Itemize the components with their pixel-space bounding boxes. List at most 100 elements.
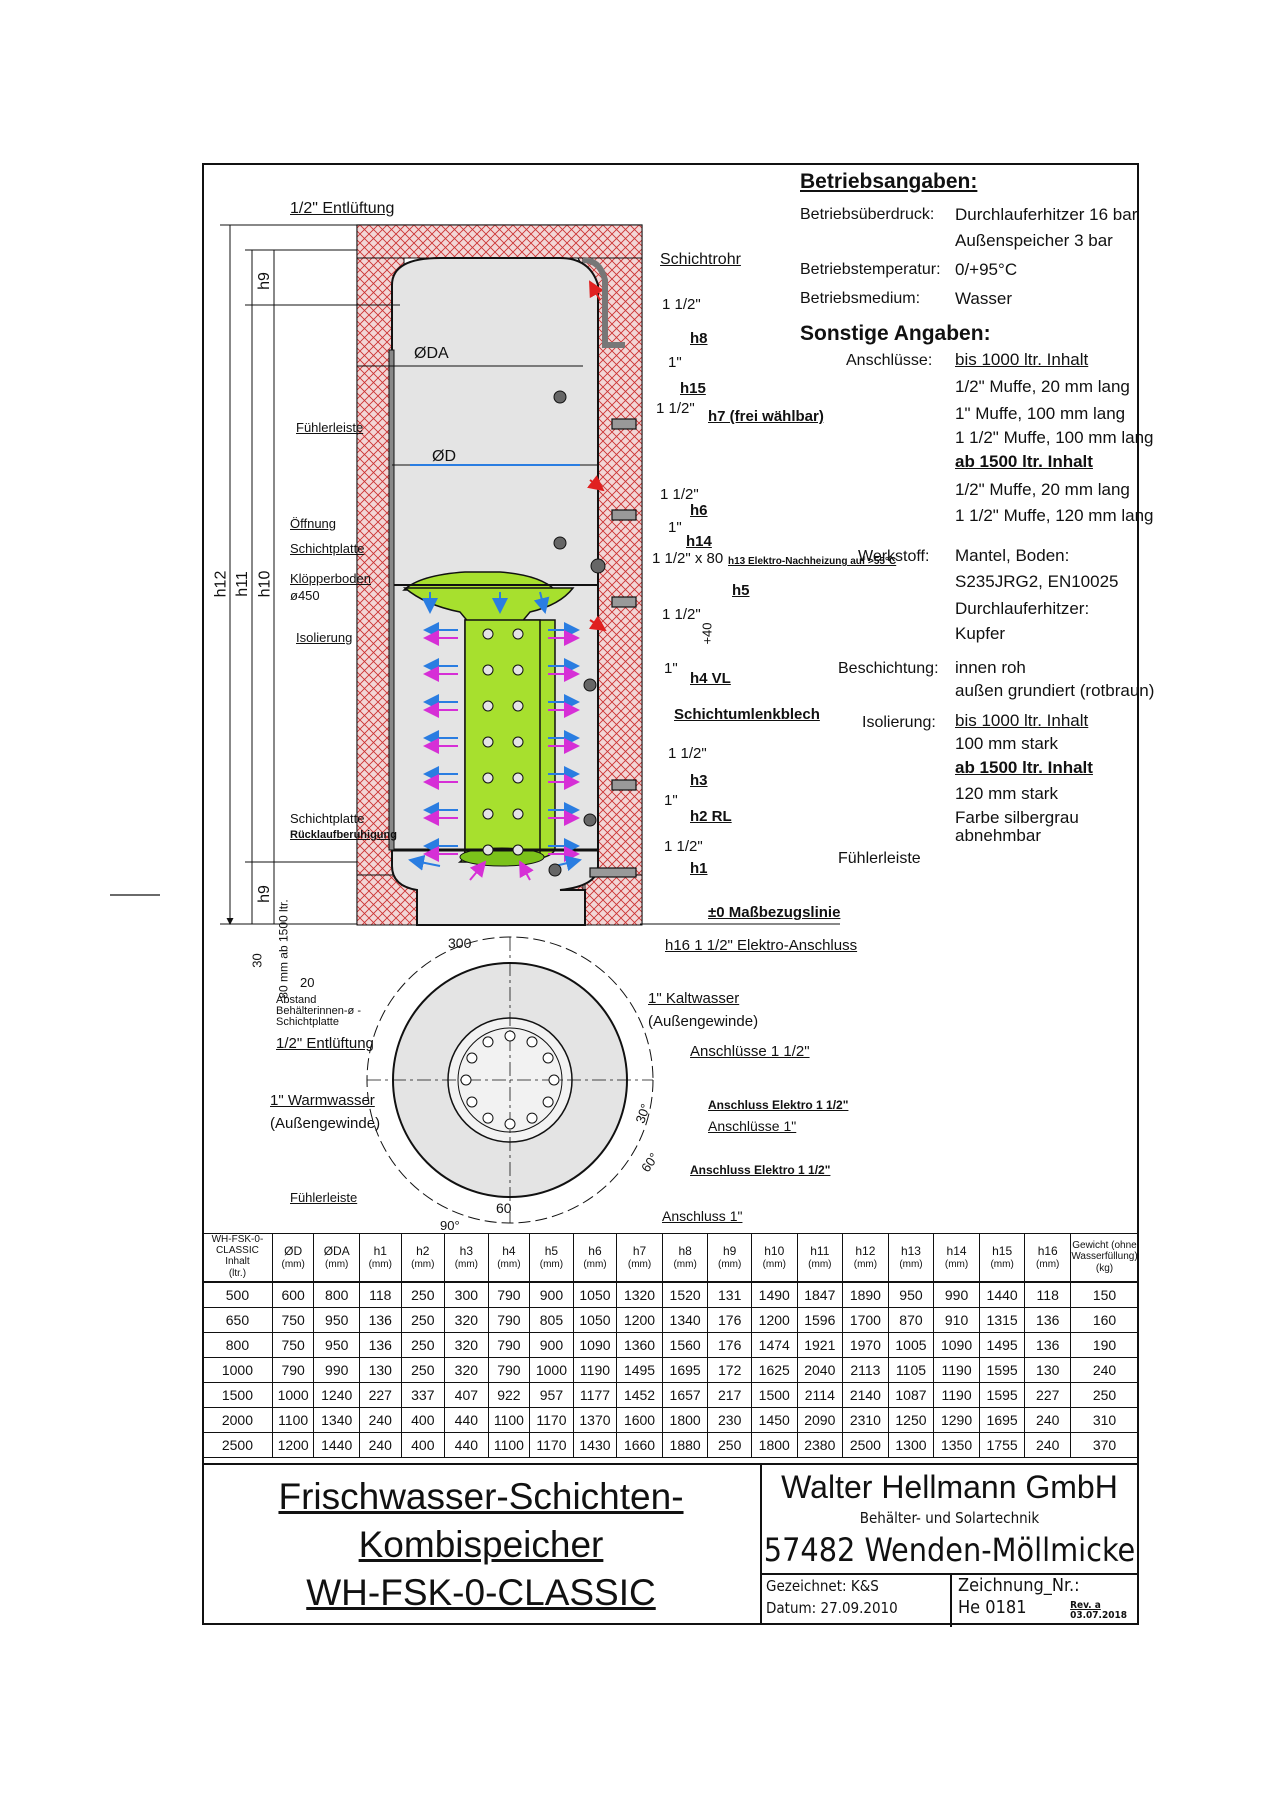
table-cell: 227 [1024, 1382, 1071, 1408]
table-cell: 370 [1070, 1432, 1139, 1458]
table-cell: 2310 [842, 1407, 889, 1433]
table-cell: 150 [1070, 1281, 1139, 1308]
company-block: Walter Hellmann GmbH Behälter- und Solar… [762, 1465, 1137, 1627]
opening-hole [482, 736, 494, 748]
table-cell: 172 [707, 1357, 752, 1383]
table-cell: 407 [444, 1382, 489, 1408]
tank-side-view [110, 224, 840, 1224]
table-cell: 1500 [202, 1382, 273, 1408]
table-cell: 1657 [661, 1382, 709, 1408]
table-cell: 950 [887, 1281, 935, 1308]
table-cell: 950 [313, 1307, 360, 1333]
table-cell: 1250 [887, 1407, 935, 1433]
table-cell: 1050 [572, 1307, 618, 1333]
table-cell: 1890 [842, 1281, 889, 1308]
header-unit: (mm) [281, 1258, 305, 1270]
table-cell: 1970 [842, 1332, 889, 1358]
table-cell: 1430 [572, 1432, 618, 1458]
tank-top-view [366, 936, 654, 1224]
opening-hole [512, 700, 524, 712]
flow-arrow [589, 280, 604, 301]
flange-bolt [526, 1112, 538, 1124]
conn-tag: h5 [732, 582, 750, 599]
table-cell: 310 [1070, 1407, 1139, 1433]
h9-bottom-dim: h9 [255, 885, 273, 903]
deg90-label: 90° [440, 1218, 460, 1233]
table-cell: 227 [359, 1382, 402, 1408]
table-cell: 1300 [887, 1432, 935, 1458]
table-cell: 1090 [572, 1332, 618, 1358]
warmwasser-sub: (Außengewinde) [270, 1115, 381, 1132]
rev-date: 03.07.2018 [1070, 1610, 1127, 1621]
conn-tag: h3 [690, 772, 708, 789]
isolierung-item: abnehmbar [955, 826, 1042, 845]
table-cell: 136 [1024, 1307, 1071, 1333]
opening-hole [512, 664, 524, 676]
abstand-label: Abstand Behälterinnen-ø - Schichtplatte [276, 994, 361, 1028]
anschluss-item: 1/2" Muffe, 20 mm lang [955, 377, 1130, 396]
table-cell: 337 [400, 1382, 446, 1408]
table-header-cell: h8(mm) [661, 1233, 709, 1283]
opening-hole [512, 772, 524, 784]
header-unit: (mm) [990, 1258, 1014, 1270]
table-cell: 176 [707, 1332, 752, 1358]
werkstoff-item: Mantel, Boden: [955, 546, 1070, 565]
opening-hole [512, 736, 524, 748]
conn-h13 [590, 558, 606, 574]
opening-hole [512, 808, 524, 820]
table-cell: 990 [313, 1357, 360, 1383]
table-cell: 790 [487, 1357, 531, 1383]
table-cell: 240 [359, 1407, 402, 1433]
flange-bolt [504, 1030, 516, 1042]
header-name: h13 [900, 1243, 921, 1258]
table-cell: 1440 [313, 1432, 360, 1458]
table-cell: 1100 [271, 1407, 315, 1433]
table-cell: 2380 [796, 1432, 844, 1458]
table-cell: 230 [707, 1407, 752, 1433]
table-cell: 1596 [796, 1307, 844, 1333]
conn-h4 [583, 678, 597, 692]
table-cell: 320 [444, 1357, 489, 1383]
conn-size: 1 1/2" [660, 486, 699, 503]
table-cell: 1340 [313, 1407, 360, 1433]
table-cell: 1495 [978, 1332, 1026, 1358]
table-cell: 130 [1024, 1357, 1071, 1383]
header-unit: (mm) [899, 1258, 923, 1270]
anschluss-item: 1" Muffe, 100 mm lang [955, 404, 1126, 423]
datum: Datum: 27.09.2010 [766, 1599, 898, 1617]
header-name: h6 [588, 1243, 602, 1258]
schichtplatte2-label: Schichtplatte [290, 811, 365, 826]
schichtrohr-label: Schichtrohr [660, 251, 741, 268]
table-cell: 1087 [887, 1382, 935, 1408]
table-cell: 2113 [842, 1357, 889, 1383]
table-cell: 440 [444, 1407, 489, 1433]
anschluss-item: 1 1/2" Muffe, 120 mm lang [955, 506, 1154, 525]
flow-arrow [533, 591, 550, 614]
elektro1-label: Anschluss Elektro 1 1/2" [708, 1098, 849, 1112]
table-cell: 118 [1024, 1281, 1071, 1308]
table-cell: 1625 [750, 1357, 798, 1383]
insulation-top [356, 224, 643, 259]
conn-h16 [548, 863, 562, 877]
d-label: ØD [432, 448, 456, 465]
table-cell: 600 [271, 1281, 315, 1308]
conn-size: 1 1/2" [668, 745, 707, 762]
table-cell: 250 [400, 1307, 446, 1333]
table-cell: 750 [271, 1307, 315, 1333]
table-cell: 1755 [978, 1432, 1026, 1458]
table-cell: 118 [359, 1281, 402, 1308]
flow-arrow [588, 615, 607, 632]
table-cell: 1370 [572, 1407, 618, 1433]
conn-size: 1 1/2" x 80 [652, 550, 724, 567]
opening-hole [482, 844, 494, 856]
header-name: WH-FSK-0-CLASSIC Inhalt [211, 1234, 264, 1267]
anschl1-label: Anschlüsse 1" [708, 1118, 797, 1134]
ueberdruck-label: Betriebsüberdruck: [800, 206, 935, 223]
table-header-cell: h13(mm) [887, 1233, 935, 1283]
table-cell: 320 [444, 1332, 489, 1358]
header-name: h15 [992, 1243, 1013, 1258]
conn-size: 1 1/2" [662, 296, 701, 313]
opening-hole [482, 772, 494, 784]
